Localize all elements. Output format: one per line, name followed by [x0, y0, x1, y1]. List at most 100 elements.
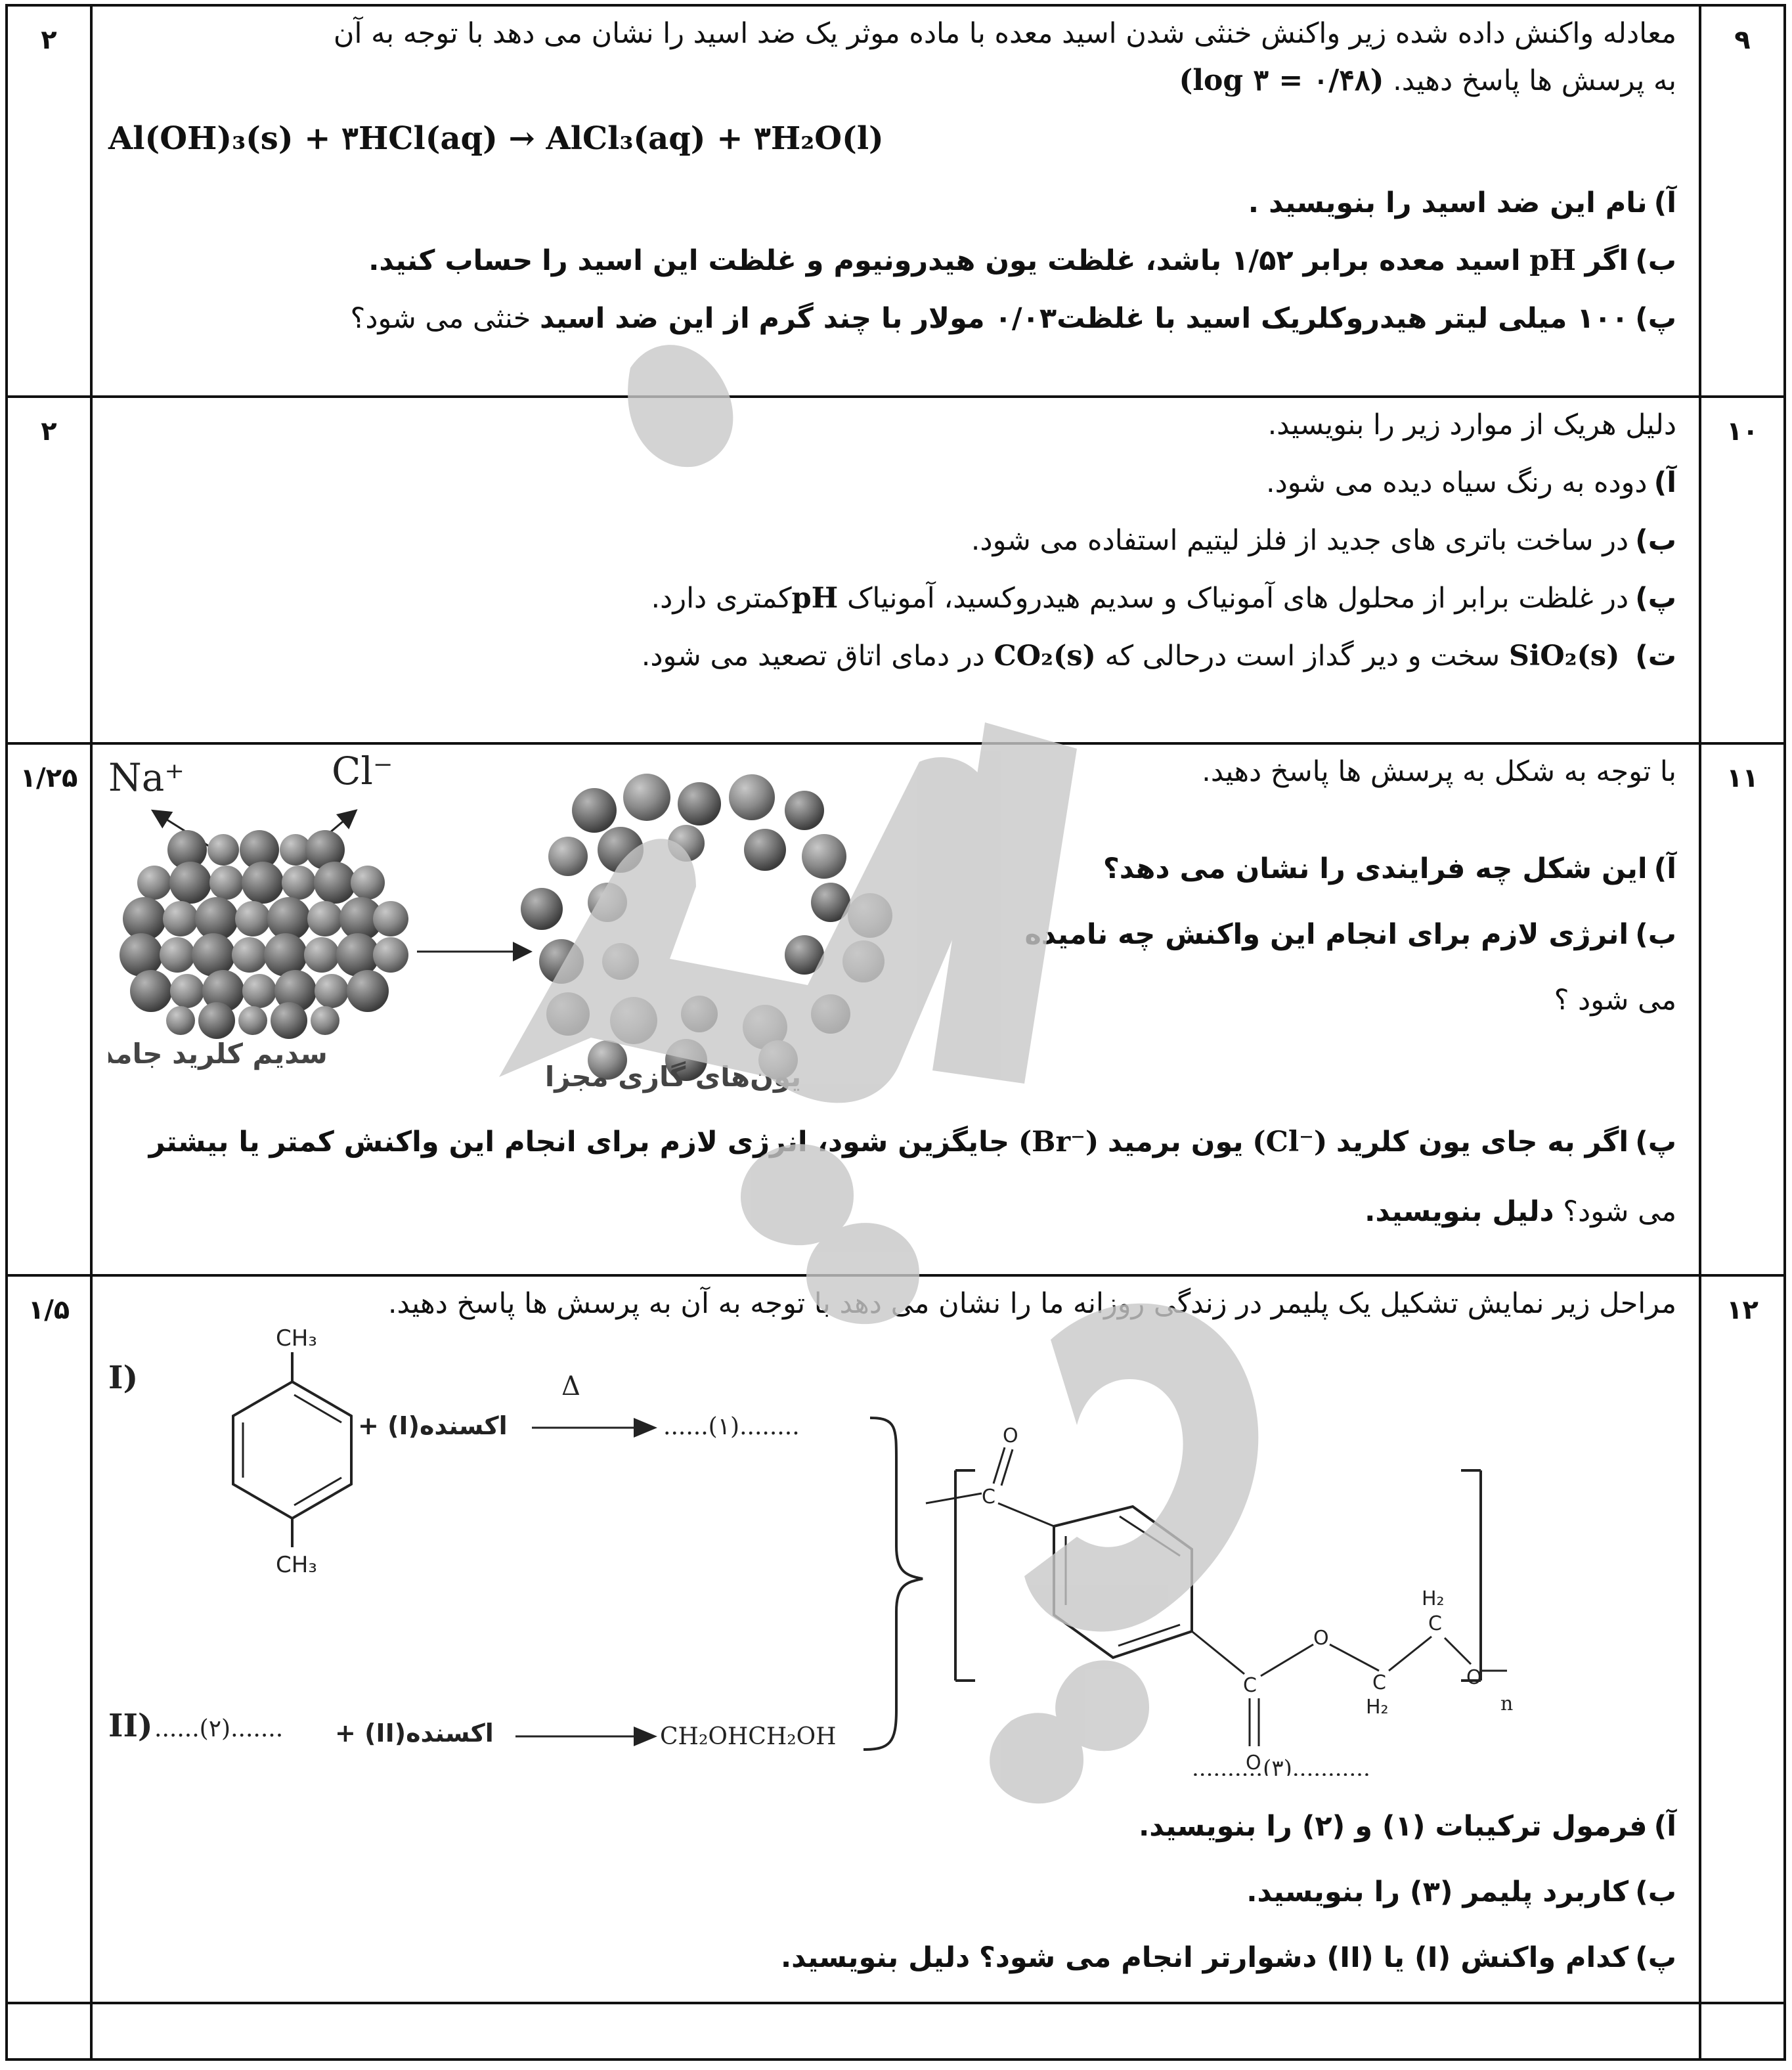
q9-part-a: آ)نام این ضد اسید را بنویسید .	[108, 185, 1676, 222]
gas-ion-sphere	[729, 774, 775, 820]
q9-part-b-ph: pH	[1529, 244, 1576, 278]
gas-ion-sphere	[802, 834, 846, 879]
gas-ion-sphere	[678, 782, 721, 826]
q12-c-1: C	[982, 1486, 995, 1508]
q12-part-a-label: آ)	[1653, 1810, 1676, 1843]
q12-h2-1: H₂	[1366, 1696, 1389, 1719]
solid-ion-sphere	[280, 834, 311, 866]
solid-ion-sphere	[347, 970, 389, 1012]
q11-part-c-mid: یون برمید	[1107, 1126, 1244, 1158]
q10-part-c: پ)در غلظت برابر از محلول های آمونیاک و س…	[108, 581, 1676, 617]
gas-ion-sphere	[681, 996, 718, 1032]
q12-o-end: O	[1466, 1666, 1482, 1689]
solid-ion-sphere	[311, 1006, 339, 1035]
gas-ion-sphere	[521, 888, 563, 930]
next-question-body	[90, 2002, 1701, 2061]
q12-product-1: ......(۱)........	[663, 1413, 800, 1440]
q12-ch3-top: CH₃	[276, 1325, 317, 1352]
solid-ion-sphere	[373, 901, 408, 936]
q12-ch3-bottom: CH₃	[276, 1552, 317, 1578]
gas-ion-sphere	[539, 939, 584, 984]
q11-part-a: آ)این شکل چه فرایندی را نشان می دهد؟	[1103, 851, 1676, 888]
solid-ion-sphere	[123, 897, 166, 940]
solid-ion-sphere	[160, 937, 195, 973]
solid-ion-sphere	[274, 970, 317, 1012]
q11-part-c: پ)اگر به جای یون کلرید (Cl⁻) یون برمید (…	[149, 1124, 1676, 1161]
q10-part-d-label: ت)	[1635, 639, 1676, 672]
q12-part-b-label: ب)	[1635, 1876, 1676, 1908]
gas-ion-sphere	[623, 774, 670, 821]
next-question-number	[1699, 2002, 1786, 2061]
gas-ion-sphere	[811, 994, 850, 1034]
q10-part-c-label: پ)	[1635, 581, 1676, 615]
question-11-number: ۱۱	[1699, 742, 1786, 1277]
q12-part-c: پ)کدام واکنش (I) یا (II) دشوارتر انجام م…	[781, 1940, 1676, 1977]
q11-part-a-text: این شکل چه فرایندی را نشان می دهد؟	[1103, 852, 1648, 885]
solid-ion-sphere	[304, 937, 339, 973]
gas-ion-sphere	[842, 940, 885, 982]
q10-part-d-sio2: SiO₂(s)	[1508, 639, 1620, 672]
q11-gas-label: یون‌های گازی مجزا	[545, 1061, 801, 1093]
q12-part-c-text: کدام واکنش (I) یا (II) دشوارتر انجام می …	[978, 1941, 1629, 1974]
q10-intro: دلیل هریک از موارد زیر را بنویسید.	[1267, 408, 1676, 441]
question-9-number: ۹	[1699, 4, 1786, 398]
solid-ion-sphere	[202, 970, 244, 1012]
q12-part-b-text: کاربرد پلیمر (۳) را بنویسید.	[1246, 1876, 1629, 1908]
q12-part-c-label: پ)	[1635, 1941, 1676, 1974]
q11-part-b-text-1: انرژی لازم برای انجام این واکنش چه نامید…	[1024, 918, 1629, 951]
question-10-number: ۱۰	[1699, 395, 1786, 745]
solid-ion-sphere	[307, 901, 343, 936]
q11-solid-label: سدیم کلرید جامد	[108, 1038, 328, 1070]
question-12-score: ۱/۵	[5, 1274, 93, 2004]
gas-ion-sphere	[546, 992, 590, 1036]
question-11-score: ۱/۲۵	[5, 742, 93, 1277]
q12-c-3: C	[1372, 1671, 1386, 1694]
q11-figure: Na⁺ Cl⁻ سدیم کلرید جامد یون‌های گازی مجز…	[108, 751, 892, 1093]
q9-part-b-mid: اسید معده برابر ۱/۵۲ باشد، غلظت یون هیدر…	[542, 244, 1521, 278]
q12-reaction-2-label: II)	[108, 1707, 153, 1744]
solid-ion-sphere	[208, 834, 239, 866]
q9-part-b-bold: حساب کنید.	[368, 244, 533, 278]
q12-o-ester: O	[1313, 1627, 1329, 1650]
q12-product-2: CH₂OHCH₂OH	[660, 1723, 837, 1750]
question-10-score: ۲	[5, 395, 93, 745]
solid-ion-sphere	[339, 897, 383, 940]
q9-log-hint: (log ۳ = ۰/۴۸)	[1179, 63, 1384, 97]
solid-ion-sphere	[195, 897, 238, 940]
gas-ion-sphere	[610, 997, 657, 1044]
question-12-row: ۱/۵ مراحل زیر نمایش تشکیل یک پلیمر در زن…	[5, 1274, 1786, 2004]
q10-part-a-label: آ)	[1653, 466, 1676, 499]
q9-part-c-post: خنثی می شود؟	[350, 301, 531, 335]
solid-ion-sphere	[167, 830, 207, 870]
solid-ion-sphere	[192, 933, 235, 977]
next-question-row	[5, 2002, 1786, 2061]
q11-intro: با توجه به شکل به پرسش ها پاسخ دهید.	[1202, 755, 1676, 788]
solid-ion-sphere	[169, 862, 211, 904]
solid-ion-sphere	[238, 1006, 267, 1035]
question-9-score: ۲	[5, 4, 93, 398]
q12-o-bottom: O	[1246, 1751, 1261, 1774]
solid-ion-sphere	[267, 897, 311, 940]
solid-ion-sphere	[315, 974, 349, 1008]
gas-ion-sphere	[588, 883, 627, 922]
question-10-row: ۲ دلیل هریک از موارد زیر را بنویسید. آ) د…	[5, 395, 1786, 745]
question-9-body: معادله واکنش داده شده زیر واکنش خنثی شدن…	[90, 4, 1701, 398]
solid-ion-sphere	[351, 866, 385, 900]
gas-ion-sphere	[785, 791, 824, 830]
question-11-body: با توجه به شکل به پرسش ها پاسخ دهید. آ)ا…	[90, 742, 1701, 1277]
q10-part-b: ب)در ساخت باتری های جدید از فلز لیتیم اس…	[108, 523, 1676, 560]
q10-part-d-co2: CO₂(s)	[994, 639, 1096, 672]
q10-part-b-text: در ساخت باتری های جدید از فلز لیتیم استف…	[971, 523, 1629, 557]
solid-ion-sphere	[240, 830, 279, 870]
q12-figure: CH₃ CH₃ I) + (I)اکسنده Δ ......(۱)......…	[108, 1325, 1513, 1776]
gas-ion-sphere	[598, 827, 644, 873]
q12-part-c-bold: دلیل بنویسید.	[780, 1941, 971, 1974]
q12-delta: Δ	[561, 1371, 580, 1401]
solid-ion-sphere	[163, 901, 198, 936]
solid-ion-sphere	[137, 866, 171, 900]
q11-part-b-2: می شود ؟	[1554, 984, 1676, 1017]
solid-ion-sphere	[198, 1002, 235, 1039]
q11-part-c-label: پ)	[1635, 1126, 1676, 1158]
q12-reactant-2: ......(۲).......	[154, 1715, 283, 1742]
